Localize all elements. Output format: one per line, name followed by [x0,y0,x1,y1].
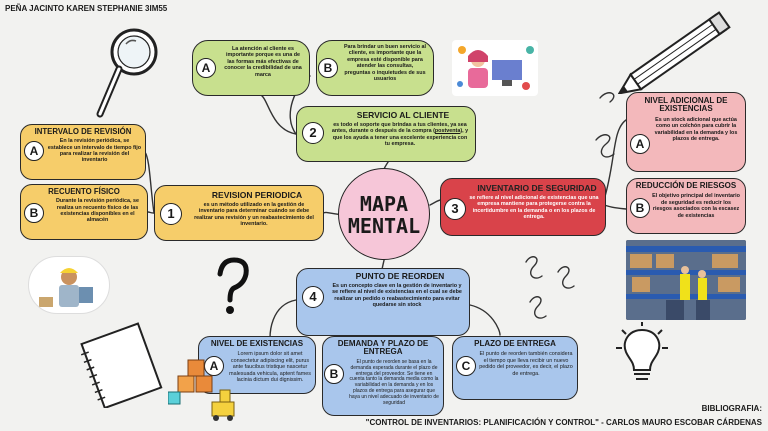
question-mark-icon [217,257,249,314]
node-inventario-seguridad: INVENTARIO DE SEGURIDAD se refiere al ni… [440,178,606,236]
nivel-existencias-title: NIVEL DE EXISTENCIAS [210,339,304,348]
seguridad-title: INVENTARIO DE SEGURIDAD [477,183,597,193]
letter-a-nivel-adicional: A [630,134,650,154]
letter-b-brindar: B [318,58,338,78]
servicio-text-before: es todo el soporte que brindas a tus cli… [331,121,467,135]
demanda-text: El punto de reorden se basa en la demand… [349,358,439,407]
letter-b-riesgos: B [630,198,650,218]
lightbulb-icon [616,322,668,380]
atencion-text: La atención al cliente es importante por… [224,46,302,78]
bibliography-label: BIBLIOGRAFIA: [701,404,762,413]
node-number-3: 3 [444,198,466,220]
servicio-text: es todo el soporte que brindas a tus cli… [331,122,469,148]
center-title-line2: MENTAL [347,214,421,238]
nivel-adicional-text: Es un stock adicional que actúa como un … [654,116,738,142]
sub-reduccion-riesgos: REDUCCIÓN DE RIESGOS El objetivo princip… [626,178,746,234]
letter-a-intervalo: A [24,141,44,161]
plazo-title: PLAZO DE ENTREGA [474,339,556,348]
letter-b-demanda: B [324,364,344,384]
node-revision-periodica: REVISION PERIODICA es un método utilizad… [154,185,324,241]
letter-a-atencion: A [196,58,216,78]
notebook-icon [80,322,163,408]
letter-b-recuento: B [24,203,44,223]
sub-nivel-adicional: NIVEL ADICIONAL DE EXISTENCIAS Es un sto… [626,92,746,172]
center-circle: MAPA MENTAL [338,168,430,260]
riesgos-title: REDUCCIÓN DE RIESGOS [635,181,737,190]
revision-text: es un método utilizado en la gestión de … [194,201,314,228]
plazo-text: El punto de reorden también considera el… [479,351,573,377]
servicio-title: SERVICIO AL CLIENTE [356,110,450,120]
servicio-text-link: postventa [434,128,461,135]
magnifier-icon [96,28,158,118]
letter-c-plazo: C [456,356,476,376]
reorden-text: Es un concepto clave en la gestión de in… [332,282,462,309]
center-title-line1: MAPA [359,192,409,216]
node-number-4: 4 [302,286,324,308]
customer-service-illustration [452,40,538,96]
node-number-1: 1 [160,203,182,225]
nivel-existencias-text: Lorem ipsum dolor sit amet consectetur a… [229,351,311,383]
worker-illustration [28,256,110,314]
demanda-title: DEMANDA Y PLAZO DE ENTREGA [337,339,429,357]
reorden-title: PUNTO DE REORDEN [355,271,445,281]
bibliography-text: "CONTROL DE INVENTARIOS: PLANIFICACIÓN Y… [365,418,762,427]
sub-atencion-cliente: La atención al cliente es importante por… [192,40,310,96]
sub-nivel-existencias: NIVEL DE EXISTENCIAS Lorem ipsum dolor s… [198,336,316,394]
seguridad-text: se refiere al nivel adicional de existen… [469,194,599,221]
brindar-text: Para brindar un buen servicio al cliente… [343,44,427,82]
node-servicio-cliente: SERVICIO AL CLIENTE es todo el soporte q… [296,106,476,162]
author-label: PEÑA JACINTO KAREN STEPHANIE 3IM55 [5,4,168,13]
warehouse-photo [626,240,746,320]
node-number-2: 2 [302,122,324,144]
pencil-icon [618,11,731,94]
nivel-adicional-title: NIVEL ADICIONAL DE EXISTENCIAS [644,96,728,114]
recuento-text: Durante la revisión periódica, se realiz… [56,198,139,224]
node-punto-reorden: PUNTO DE REORDEN Es un concepto clave en… [296,268,470,336]
servicio-text-after: ), y que los ayuda a tener una excelente… [332,128,469,148]
recuento-title: RECUENTO FÍSICO [48,187,120,196]
intervalo-title: INTERVALO DE REVISIÓN [34,127,132,136]
boxes-illustration [167,350,242,422]
intervalo-text: En la revisión periódica, se establece u… [47,138,142,164]
revision-title: REVISION PERIODICA [211,190,303,200]
riesgos-text: El objetivo principal del inventario de … [652,193,740,219]
